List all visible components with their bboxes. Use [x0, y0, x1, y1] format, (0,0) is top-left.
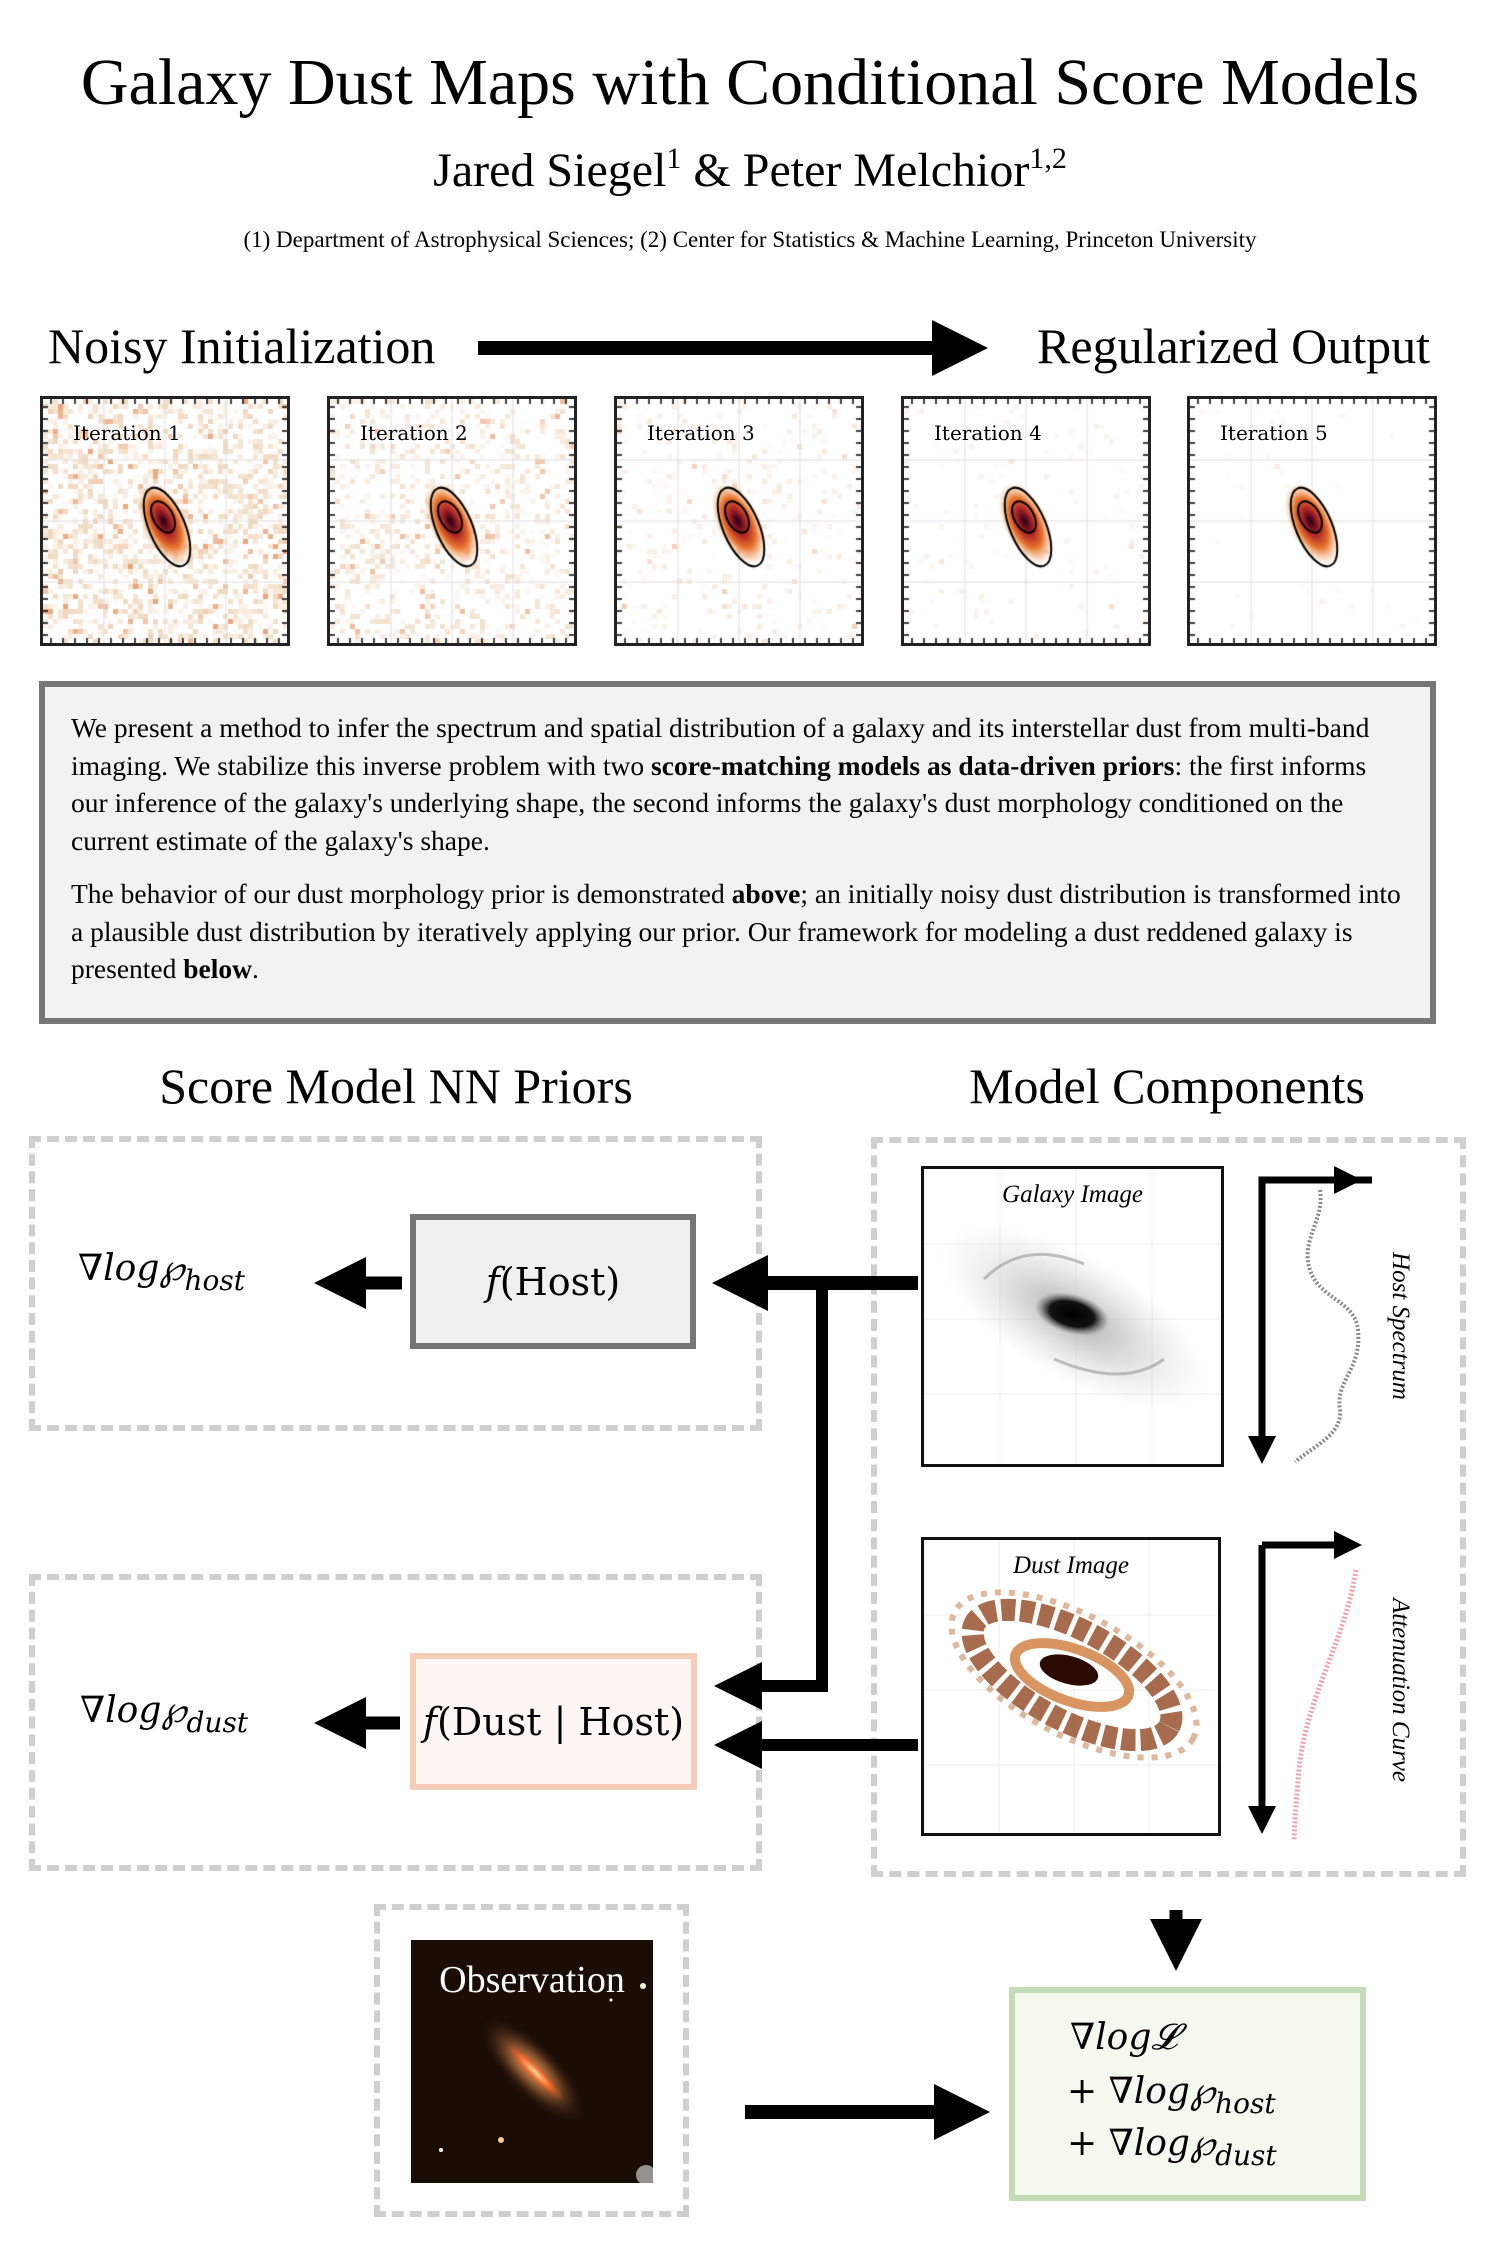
f-dust-label: 𝑓(Dust | Host)	[422, 1699, 685, 1744]
plus-grad-prior-host: + ∇log℘host	[1067, 2071, 1276, 2120]
dust-image-graphic	[924, 1540, 1218, 1833]
authors: Jared Siegel1 & Peter Melchior1,2	[0, 142, 1500, 200]
noisy-init-label: Noisy Initialization	[48, 318, 436, 374]
dust-map-1	[43, 399, 287, 643]
dust-image-label: Dust Image	[1013, 1552, 1129, 1579]
dust-map-3	[617, 399, 861, 643]
observation-image: Observation	[411, 1940, 653, 2183]
dust-map-4	[904, 399, 1148, 643]
iteration-panel-3: Iteration 3	[614, 396, 864, 646]
iteration-panel-2: Iteration 2	[327, 396, 577, 646]
dust-image: Dust Image	[921, 1537, 1221, 1836]
components-heading: Model Components	[969, 1058, 1365, 1114]
galaxy-image-label: Galaxy Image	[1002, 1181, 1143, 1208]
posterior-gradient-box: ∇log𝓛 + ∇log℘host + ∇log℘dust	[1009, 1987, 1366, 2201]
author-2-affil: 1,2	[1029, 142, 1067, 175]
author-conjunction: &	[681, 144, 743, 197]
abstract-box: We present a method to infer the spectru…	[39, 681, 1436, 1024]
abstract-p2-segment: ; an initially noisy dust distribution i…	[71, 878, 1401, 984]
host-spectrum-label: Host Spectrum	[1387, 1252, 1414, 1400]
author-2: Peter Melchior	[742, 144, 1030, 197]
f-host-network: 𝑓(Host)	[410, 1214, 696, 1349]
model-components-group	[871, 1137, 1466, 1877]
author-1: Jared Siegel	[433, 144, 667, 197]
plus-grad-prior-dust: + ∇log℘dust	[1067, 2123, 1277, 2172]
f-host-label: 𝑓(Host)	[485, 1259, 621, 1304]
affiliations: (1) Department of Astrophysical Sciences…	[243, 227, 1257, 252]
abstract-p2-segment: .	[252, 953, 259, 984]
author-1-affil: 1	[666, 142, 682, 175]
grad-log-likelihood: ∇log𝓛	[1070, 2017, 1178, 2058]
iteration-panel-4: Iteration 4	[901, 396, 1151, 646]
galaxy-image-graphic	[924, 1169, 1221, 1464]
iteration-panel-5: Iteration 5	[1187, 396, 1437, 646]
priors-heading: Score Model NN Priors	[159, 1058, 633, 1114]
grad-log-prior-dust: ∇log℘dust	[80, 1690, 249, 1739]
abstract-paragraph-2: The behavior of our dust morphology prio…	[71, 875, 1408, 988]
iteration-label-5: Iteration 5	[1220, 421, 1328, 445]
abstract-p1-segment: We present a method to infer the spectru…	[71, 712, 1370, 781]
poster-title: Galaxy Dust Maps with Conditional Score …	[80, 46, 1420, 119]
iteration-label-4: Iteration 4	[934, 421, 1042, 445]
abstract-paragraph-1: We present a method to infer the spectru…	[71, 709, 1408, 859]
dust-map-2	[330, 399, 574, 643]
dust-map-5	[1190, 399, 1434, 643]
iteration-label-3: Iteration 3	[647, 421, 755, 445]
abstract-p2-segment: The behavior of our dust morphology prio…	[71, 878, 732, 909]
galaxy-image: Galaxy Image	[921, 1166, 1224, 1467]
attenuation-curve-label: Attenuation Curve	[1387, 1598, 1414, 1782]
iteration-label-1: Iteration 1	[73, 421, 181, 445]
observation-graphic	[439, 1983, 653, 2183]
abstract-p2-segment: below	[183, 953, 252, 984]
iteration-panel-1: Iteration 1	[40, 396, 290, 646]
grad-log-prior-host: ∇log℘host	[78, 1248, 245, 1297]
iteration-label-2: Iteration 2	[360, 421, 468, 445]
observation-group	[374, 1904, 689, 2217]
abstract-p2-segment: above	[731, 878, 801, 909]
regularized-output-label: Regularized Output	[1037, 318, 1430, 374]
f-dust-host-network: 𝑓(Dust | Host)	[410, 1653, 697, 1790]
abstract-p1-segment: score-matching models as data-driven pri…	[651, 749, 1175, 781]
observation-label: Observation	[439, 1959, 625, 2001]
abstract-p1-segment: : the first informs our inference of the…	[71, 749, 1367, 856]
